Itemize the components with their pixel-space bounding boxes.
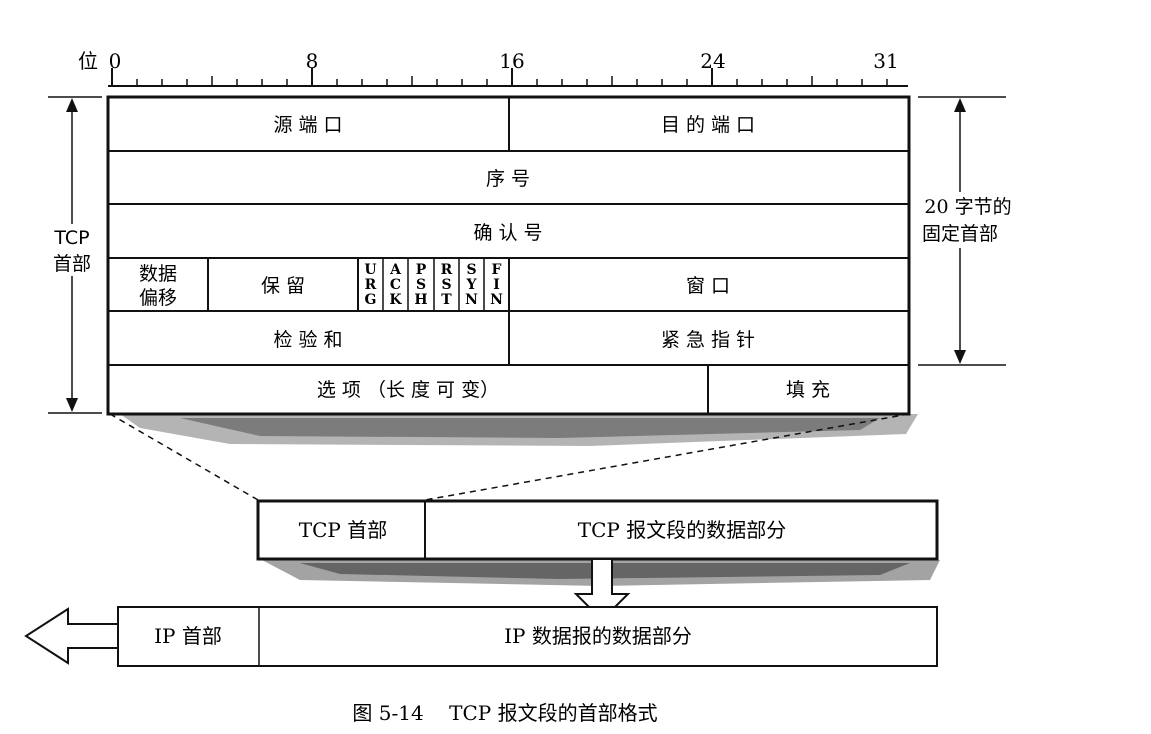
field-ack-number: 确 认 号 <box>473 222 542 244</box>
ip-datagram-bar: IP 首部 IP 数据报的数据部分 <box>117 606 938 667</box>
flag-rst-letter: R <box>441 262 453 278</box>
flag-ack-letter: C <box>390 277 401 293</box>
flag-syn-letter: S <box>466 262 476 278</box>
tcp-header-box <box>106 95 911 416</box>
field-reserved: 保 留 <box>261 275 305 297</box>
zoom-lines <box>109 413 910 501</box>
bit-ruler: 位 0 8 16 24 31 <box>78 49 908 87</box>
flag-syn-letter: Y <box>466 277 478 293</box>
field-window: 窗 口 <box>686 275 730 297</box>
flag-urg-letter: U <box>364 262 376 278</box>
flag-psh-letter: S <box>416 277 426 293</box>
tcp-header-extent: TCP 首部 <box>44 96 102 414</box>
ruler-tick-label-8: 8 <box>306 49 319 73</box>
ruler-ticks <box>111 68 888 86</box>
flag-psh-letter: P <box>416 262 427 278</box>
field-source-port: 源 端 口 <box>273 114 342 136</box>
tcp-header-label-line1: TCP <box>53 227 89 249</box>
flag-rst-letter: T <box>441 292 452 308</box>
flag-urg-letter: R <box>365 277 377 293</box>
tcp-header-label-line2: 首部 <box>53 253 91 275</box>
ip-header-label: IP 首部 <box>154 624 222 648</box>
left-arrow-icon <box>24 607 119 665</box>
ip-data-label: IP 数据报的数据部分 <box>504 624 692 648</box>
flag-rst-letter: S <box>441 277 451 293</box>
field-sequence-number: 序 号 <box>486 168 530 190</box>
flag-urg-letter: G <box>365 292 377 308</box>
flag-fin-letter: N <box>490 292 503 308</box>
field-padding: 填 充 <box>786 379 830 401</box>
bit-label: 位 <box>78 49 98 73</box>
flag-syn-letter: N <box>465 292 478 308</box>
field-destination-port: 目 的 端 口 <box>661 114 755 136</box>
ruler-tick-label-24: 24 <box>700 49 725 73</box>
field-options: 选 项 （长 度 可 变） <box>317 379 499 401</box>
flag-ack-letter: A <box>389 262 402 278</box>
tcp-segment-bar: TCP 首部 TCP 报文段的数据部分 <box>256 499 939 561</box>
figure-caption: 图 5-14 TCP 报文段的首部格式 <box>352 701 657 725</box>
ruler-tick-label-31: 31 <box>873 49 898 73</box>
field-checksum: 检 验 和 <box>273 329 342 351</box>
ruler-tick-label-16: 16 <box>499 49 524 73</box>
header-field-labels: 源 端 口 目 的 端 口 序 号 确 认 号 数据 偏移 保 留 窗 口 检 … <box>139 114 830 401</box>
ruler-tick-label-0: 0 <box>109 49 122 73</box>
flag-ack-letter: K <box>389 292 402 308</box>
fixed-header-extent: 20 字节的 固定首部 <box>912 96 1032 366</box>
flag-fin-letter: I <box>493 277 500 293</box>
field-urgent-pointer: 紧 急 指 针 <box>661 329 755 351</box>
segment-header-label: TCP 首部 <box>299 518 387 542</box>
flag-psh-letter: H <box>414 292 427 308</box>
flag-fin-letter: F <box>492 262 502 278</box>
fixed-header-label-line1: 20 字节的 <box>924 196 1011 218</box>
field-data-offset-line1: 数据 <box>139 263 177 285</box>
segment-data-label: TCP 报文段的数据部分 <box>578 518 786 542</box>
header-shadow <box>120 414 918 446</box>
fixed-header-label-line2: 固定首部 <box>922 223 998 245</box>
field-data-offset-line2: 偏移 <box>139 287 177 309</box>
